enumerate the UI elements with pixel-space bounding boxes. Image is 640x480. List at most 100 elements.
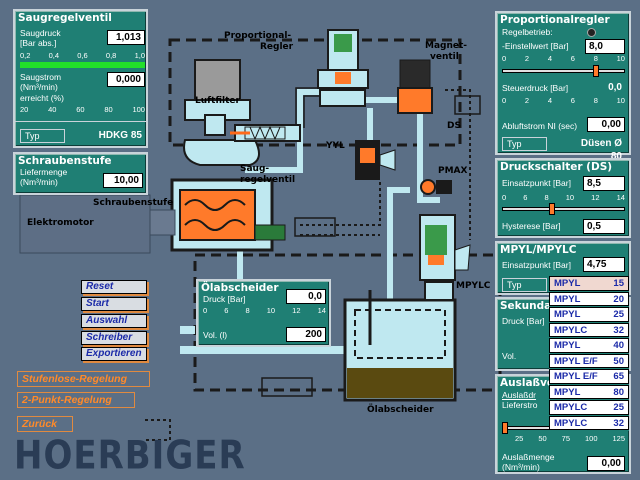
tick: 14 [616,193,625,202]
ds-einsatz-value[interactable]: 8,5 [583,176,625,191]
tick: 8 [245,306,250,315]
label-proportional: Proportional- [224,31,292,41]
tick: 1,0 [134,51,145,60]
label-luftfilter: Luftfilter [195,96,240,106]
saugdruck-unit: [Bar abs.] [20,38,57,48]
tick: 100 [132,105,145,114]
tick: 6 [523,193,528,202]
auslass-title: Auslaßve [500,377,555,389]
mpyl-typ-button[interactable]: Typ [502,278,547,292]
tick: 20 [20,105,29,114]
sek-druck-label: Druck [Bar] [502,316,545,326]
zurueck-button[interactable]: Zurück [17,416,73,432]
saugstrom-label: Saugstrom [20,72,62,82]
schraube-title: Schraubenstufe [18,155,112,167]
label-yyl: YYL [326,141,345,151]
tick: 4 [547,54,553,63]
saug-typ-value: HDKG 85 [95,129,145,144]
mpyl-panel: MPYL/MPYLC Einsatzpunkt [Bar] 4,75 Typ [495,241,631,295]
tick: 40 [48,105,57,114]
ds-scale: 0 6 8 10 12 14 [502,193,625,202]
tick: 6 [570,96,575,105]
tick: 10 [616,54,625,63]
tick: 0 [203,306,208,315]
mpyl-title: MPYL/MPYLC [500,244,577,256]
einstell-slider-handle[interactable] [593,65,599,77]
saugdruck-bar [20,62,145,68]
reset-button[interactable]: Reset [81,280,147,294]
schraubenstufe-panel: Schraubenstufe Liefermenge (Nm³/min) 10,… [13,152,148,195]
ds-title: Druckschalter (DS) [500,161,613,173]
saug-title: Saugregelventil [18,12,112,24]
label-mpylc: MPYLC [456,281,491,291]
sek-vol-label: Vol. [502,351,517,361]
einstell-value[interactable]: 8,0 [585,39,625,54]
tick: 2 [524,96,530,105]
schreiber-button[interactable]: Schreiber [81,331,147,345]
tick: 125 [612,434,625,443]
tick: 25 [515,434,524,443]
auslass-slider-handle[interactable] [502,422,508,434]
regelbetrieb-label: Regelbetrieb: [502,27,553,37]
ol-vol-value[interactable]: 200 [286,327,326,342]
tick: 2 [524,54,530,63]
prop-typ-value: Düsen Ø 80 [569,137,625,162]
start-button[interactable]: Start [81,297,147,311]
label-ds: DS [447,121,461,131]
ol-vol-label: Vol. (l) [203,330,228,340]
label-schraubenstufe: Schraubenstufe [93,198,174,208]
ds-slider[interactable] [502,207,625,211]
auslass-menge-value: 0,00 [587,456,625,471]
ol-druck-label: Druck [Bar] [203,294,246,304]
tick: 12 [591,193,600,202]
hysterese-label: Hysterese [Bar] [502,221,561,231]
exportieren-button[interactable]: Exportieren [81,347,147,361]
saugdruck-value: 1,013 [107,30,145,45]
tick: 80 [104,105,113,114]
tick: 10 [266,306,276,315]
tick: 8 [544,193,549,202]
hysterese-value[interactable]: 0,5 [583,219,625,234]
label-elektromotor: Elektromotor [27,218,94,228]
steuer-scale: 0 2 4 6 8 10 [502,96,625,105]
tick: 8 [593,54,598,63]
tick: 4 [547,96,553,105]
liefer-label: Liefermenge [20,167,68,177]
stufenlos-regelung-button[interactable]: Stufenlose-Regelung [17,371,150,387]
saugdruck-label: Saugdruck [20,28,61,38]
prop-typ-button[interactable]: Typ [502,137,547,151]
tick: 60 [76,105,85,114]
zweipunkt-regelung-button[interactable]: 2-Punkt-Regelung [17,392,135,408]
hoerbiger-logo: HOERBIGER [14,433,246,479]
tick: 8 [593,96,598,105]
label-pmax: PMAX [438,166,468,176]
erreicht-scale: 20 40 60 80 100 [20,105,145,114]
einstell-scale: 0 2 4 6 8 10 [502,54,625,63]
einstell-slider[interactable] [502,69,625,73]
saug-typ-button[interactable]: Typ [20,129,65,143]
tick: 6 [570,54,575,63]
auslass-l1: Auslaßdr [502,390,537,400]
ds-slider-handle[interactable] [549,203,555,215]
tick: 0 [502,54,507,63]
mpyl-einsatz-label: Einsatzpunkt [Bar] [502,260,571,270]
auslass-l2: Lieferstro [502,400,538,410]
tick: 0,8 [105,51,117,60]
erreicht-label: erreicht (%) [20,93,64,103]
label-regelventil: regelventil [240,175,296,185]
ds-einsatz-label: Einsatzpunkt [Bar] [502,178,571,188]
mpyl-einsatz-value[interactable]: 4,75 [583,257,625,272]
auswahl-button[interactable]: Auswahl [81,314,147,328]
liefer-value: 10,00 [103,173,143,188]
